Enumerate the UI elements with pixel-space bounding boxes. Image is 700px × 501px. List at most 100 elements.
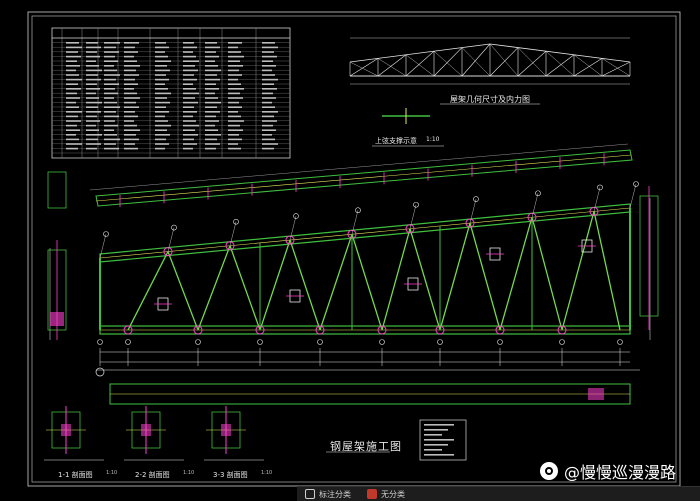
table-cell-text xyxy=(66,129,80,131)
table-cell-text xyxy=(228,83,241,85)
table-cell-text xyxy=(86,46,101,49)
table-cell-text xyxy=(183,143,197,145)
node-leader xyxy=(409,204,417,229)
table-cell-text xyxy=(262,78,278,81)
table-cell-text xyxy=(124,129,140,131)
section-1-label: 1-1 剖面图 xyxy=(58,471,93,479)
table-cell-text xyxy=(104,120,115,122)
table-cell-text xyxy=(86,138,98,141)
table-cell-text xyxy=(205,138,217,141)
geo-diagonal xyxy=(601,61,631,77)
node-callout xyxy=(413,201,419,208)
geo-diagonal2 xyxy=(573,54,603,77)
table-cell-text xyxy=(228,129,243,131)
table-cell-text xyxy=(104,92,118,95)
table-cell-text xyxy=(155,69,170,72)
table-cell-text xyxy=(66,88,81,90)
table-cell-text xyxy=(86,129,99,131)
table-cell-text xyxy=(228,138,242,141)
table-cell-text xyxy=(262,143,278,145)
node-callout xyxy=(535,190,541,197)
annotation-category-item[interactable]: 标注分类 xyxy=(297,487,359,501)
node-callout xyxy=(103,231,109,237)
table-cell-text xyxy=(262,147,274,150)
table-cell-text xyxy=(86,147,97,150)
table-cell-text xyxy=(124,42,139,44)
geo-diagonal xyxy=(433,47,463,77)
table-cell-text xyxy=(124,147,138,150)
table-cell-text xyxy=(124,74,139,76)
table-cell-text xyxy=(104,143,116,145)
table-cell-text xyxy=(183,120,196,122)
gusset-plate-bottom xyxy=(123,325,133,335)
table-cell-text xyxy=(124,120,134,122)
table-cell-text xyxy=(205,83,216,85)
plan-end-plate xyxy=(588,388,604,400)
table-cell-text xyxy=(155,88,168,90)
table-cell-text xyxy=(104,115,119,118)
web-axis xyxy=(197,245,231,331)
node-callout xyxy=(233,218,239,225)
table-cell-text xyxy=(104,111,116,113)
geo-diagonal2 xyxy=(461,47,491,77)
table-cell-text xyxy=(124,78,135,81)
table-cell-text xyxy=(104,46,116,49)
note-line xyxy=(424,444,448,446)
node-callout-bottom xyxy=(125,339,131,345)
table-cell-text xyxy=(205,42,217,44)
web-axis xyxy=(319,234,353,331)
table-cell-text xyxy=(66,120,81,122)
note-line xyxy=(424,454,454,456)
top-chord-axis xyxy=(99,207,631,259)
note-line xyxy=(424,439,454,441)
table-cell-text xyxy=(124,46,135,49)
table-cell-text xyxy=(155,42,166,44)
table-cell-text xyxy=(205,134,221,136)
table-cell-text xyxy=(155,55,168,58)
gusset-plate-top xyxy=(163,247,173,257)
table-cell-text xyxy=(262,120,277,122)
table-cell-text xyxy=(155,129,167,131)
node-callout-bottom xyxy=(437,339,443,345)
table-cell-text xyxy=(155,65,167,67)
table-cell-text xyxy=(104,147,119,150)
table-cell-text xyxy=(262,138,275,141)
table-cell-text xyxy=(66,143,82,145)
section-3-scale: 1:10 xyxy=(261,470,273,476)
node-callout-bottom xyxy=(97,339,103,345)
table-cell-text xyxy=(262,92,273,95)
table-cell-text xyxy=(86,78,101,81)
no-category-label: 无分类 xyxy=(381,489,405,499)
table-cell-text xyxy=(205,78,220,81)
table-cell-text xyxy=(205,147,216,150)
status-bar: 标注分类 无分类 xyxy=(297,486,700,501)
table-cell-text xyxy=(155,51,165,53)
section-plate xyxy=(141,424,151,436)
table-cell-text xyxy=(104,101,117,104)
table-cell-text xyxy=(86,115,97,118)
table-cell-text xyxy=(262,83,274,85)
table-cell-text xyxy=(155,74,166,76)
table-cell-text xyxy=(66,97,80,99)
gusset-plate-top xyxy=(225,241,235,251)
table-cell-text xyxy=(66,101,76,104)
no-category-item[interactable]: 无分类 xyxy=(359,487,413,501)
table-cell-text xyxy=(183,147,193,150)
table-cell-text xyxy=(66,55,81,58)
table-cell-text xyxy=(66,83,78,85)
table-cell-text xyxy=(124,92,137,95)
web-axis xyxy=(229,245,261,331)
gusset-plate-bottom xyxy=(193,325,203,335)
drawing-inner-border xyxy=(31,15,677,483)
table-cell-text xyxy=(86,74,98,76)
table-cell-text xyxy=(205,101,221,104)
table-cell-text xyxy=(205,115,216,118)
geo-diagonal xyxy=(545,54,575,77)
table-cell-text xyxy=(86,120,100,122)
gusset-plate-bottom xyxy=(315,325,325,335)
table-cell-text xyxy=(155,101,170,104)
table-cell-text xyxy=(86,88,100,90)
section-plate xyxy=(221,424,231,436)
table-cell-text xyxy=(104,60,118,62)
